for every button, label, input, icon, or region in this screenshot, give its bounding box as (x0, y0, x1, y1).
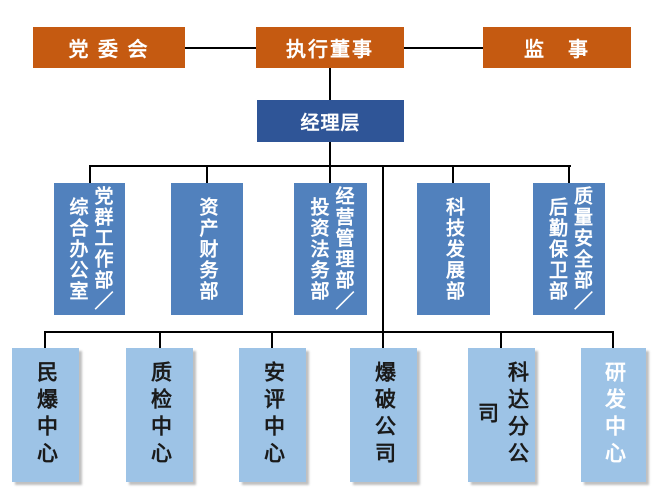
connector-line (329, 142, 331, 167)
connector-line (500, 331, 502, 348)
connector-line (452, 165, 454, 183)
connector-line (44, 331, 46, 348)
management-level-box: 经理层 (257, 100, 404, 142)
unit-civil-explosives-center-box: 民爆中心 (12, 348, 79, 482)
unit-label: 研发中心 (602, 361, 626, 469)
connector-line (185, 47, 256, 49)
dept-label: 资产财务部 (196, 196, 218, 302)
connector-line (206, 165, 208, 183)
unit-safety-evaluation-center-box: 安评中心 (239, 348, 306, 482)
connector-line (329, 165, 331, 183)
connector-line (382, 165, 384, 348)
connector-line (271, 331, 273, 348)
dept-tech-development-box: 科技发展部 (417, 183, 490, 315)
dept-operation-investment-legal-box: 经营管理部／ 投资法务部 (294, 183, 367, 315)
dept-label: 党群工作部／ 综合办公室 (66, 186, 113, 312)
party-committee-label: 党 委 会 (68, 39, 150, 61)
dept-label: 科技发展部 (443, 196, 464, 302)
connector-line (329, 68, 331, 100)
unit-rd-center-box: 研发中心 (581, 348, 646, 482)
unit-label: 质检中心 (148, 361, 172, 469)
party-committee-box: 党 委 会 (33, 27, 185, 68)
dept-quality-safety-logistics-box: 质量安全部／ 后勤保卫部 (533, 183, 605, 315)
executive-director-box: 执行董事 (256, 27, 404, 68)
unit-label: 安评中心 (261, 361, 285, 469)
supervisor-box: 监 事 (483, 27, 631, 68)
dept-label: 经营管理部／ 投资法务部 (307, 186, 354, 312)
connector-line (44, 331, 614, 333)
connector-line (159, 331, 161, 348)
unit-keda-branch-company-box: 科达分公司 (468, 348, 535, 482)
unit-label: 民爆中心 (34, 361, 58, 469)
supervisor-label: 监 事 (524, 39, 590, 61)
management-level-label: 经理层 (300, 112, 361, 134)
unit-quality-inspection-center-box: 质检中心 (126, 348, 193, 482)
connector-line (568, 165, 570, 183)
dept-label: 质量安全部／ 后勤保卫部 (546, 186, 592, 312)
dept-party-masses-general-office-box: 党群工作部／ 综合办公室 (54, 183, 125, 315)
dept-asset-finance-box: 资产财务部 (171, 183, 243, 315)
unit-blasting-company-box: 爆破公司 (350, 348, 417, 482)
connector-line (89, 165, 91, 183)
unit-label: 爆破公司 (372, 361, 396, 469)
executive-director-label: 执行董事 (286, 39, 374, 61)
unit-label: 科达分公司 (475, 361, 529, 469)
connector-line (612, 331, 614, 348)
connector-line (404, 47, 483, 49)
